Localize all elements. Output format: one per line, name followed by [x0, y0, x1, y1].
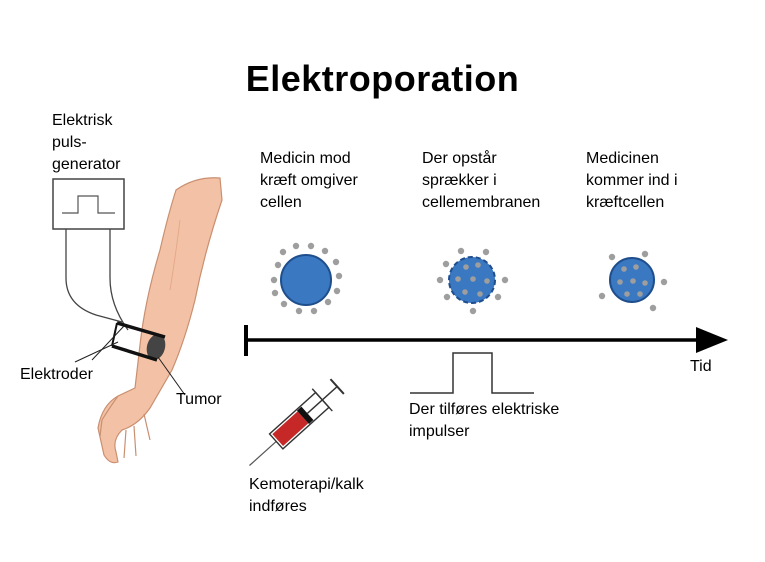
page-title: Elektroporation: [245, 58, 520, 99]
electrode-cable: [65, 229, 129, 331]
arm-illustration: [97, 177, 223, 464]
time-label: Tid: [690, 358, 712, 375]
step2-label: Der opstår sprækker i cellemembranen: [422, 150, 541, 211]
tumor-label: Tumor: [176, 391, 222, 408]
syringe-icon: [249, 378, 345, 466]
step1-label: Medicin mod kræft omgiver cellen: [260, 150, 358, 211]
cell-porous: [436, 247, 509, 315]
cell-medicine-inside: [598, 250, 668, 312]
step3-label: Medicinen kommer ind i kræftcellen: [586, 150, 678, 211]
pulse-generator-label: Elektrisk puls- generator: [52, 112, 121, 173]
pulses-label: Der tilføres elektriske impulser: [409, 401, 560, 440]
tumor-mass: [146, 334, 166, 360]
electrodes-label: Elektroder: [20, 366, 93, 383]
time-axis: [244, 325, 728, 356]
electrodes: [111, 321, 166, 362]
pulse-generator-device: [52, 178, 125, 230]
cell-intact: [270, 242, 343, 315]
pointer-lines: [74, 325, 186, 396]
electric-pulse-signal: [410, 352, 534, 394]
chemo-label: Kemoterapi/kalk indføres: [249, 476, 364, 515]
